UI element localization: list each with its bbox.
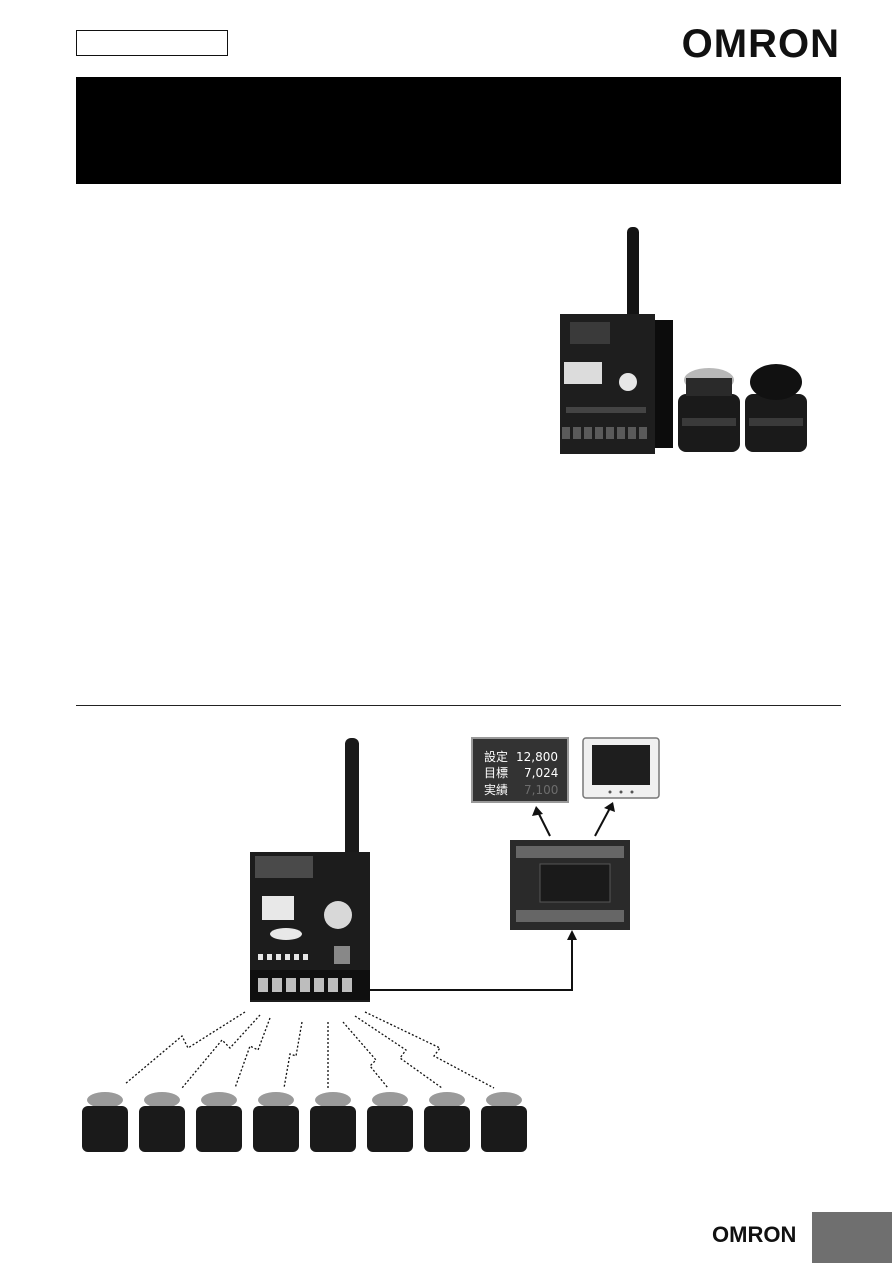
push-button-switch-icon xyxy=(139,1092,185,1152)
connection-arrow xyxy=(537,811,551,837)
arrow-head-icon xyxy=(532,806,543,816)
display-label-1: 設定 xyxy=(484,749,508,764)
plc-unit-icon xyxy=(510,840,630,930)
push-button-switch-icon xyxy=(424,1092,470,1152)
push-button-switch-icon xyxy=(745,364,807,452)
display-label-2: 目標 xyxy=(484,766,508,780)
push-button-switch-icon xyxy=(310,1092,356,1152)
push-button-switch-icon xyxy=(367,1092,413,1152)
wired-connection xyxy=(370,938,573,991)
arrow-head-icon xyxy=(567,930,577,940)
push-button-switch-icon xyxy=(481,1092,527,1152)
omron-logo-bottom: OMRON xyxy=(712,1222,797,1247)
display-label-3: 実績 xyxy=(484,782,508,797)
push-button-switch-icon xyxy=(678,368,740,452)
wireless-link-icon xyxy=(124,1011,495,1090)
section-divider xyxy=(76,705,841,706)
receiver-unit-icon xyxy=(250,852,370,1002)
display-value-2: 7,024 xyxy=(524,766,558,780)
push-button-switch-icon xyxy=(196,1092,242,1152)
touch-panel-icon xyxy=(582,737,660,799)
push-button-switch-icon xyxy=(253,1092,299,1152)
product-photo xyxy=(560,227,807,454)
system-diagram: 設定 12,800 目標 7,024 実績 7,100 xyxy=(82,737,660,1152)
display-value-1: 12,800 xyxy=(516,750,558,764)
arrow-head-icon xyxy=(604,802,615,812)
omron-logo-top: OMRON xyxy=(681,22,840,66)
numeric-display-panel: 設定 12,800 目標 7,024 実績 7,100 xyxy=(471,737,569,803)
connection-arrow xyxy=(594,807,611,837)
receiver-unit-icon xyxy=(560,314,673,454)
switch-row xyxy=(82,1092,527,1152)
display-value-3: 7,100 xyxy=(524,783,558,797)
page-tab xyxy=(812,1212,892,1263)
push-button-switch-icon xyxy=(82,1092,128,1152)
title-band xyxy=(76,77,841,184)
antenna-icon xyxy=(345,738,359,878)
header-label-box xyxy=(76,30,228,56)
